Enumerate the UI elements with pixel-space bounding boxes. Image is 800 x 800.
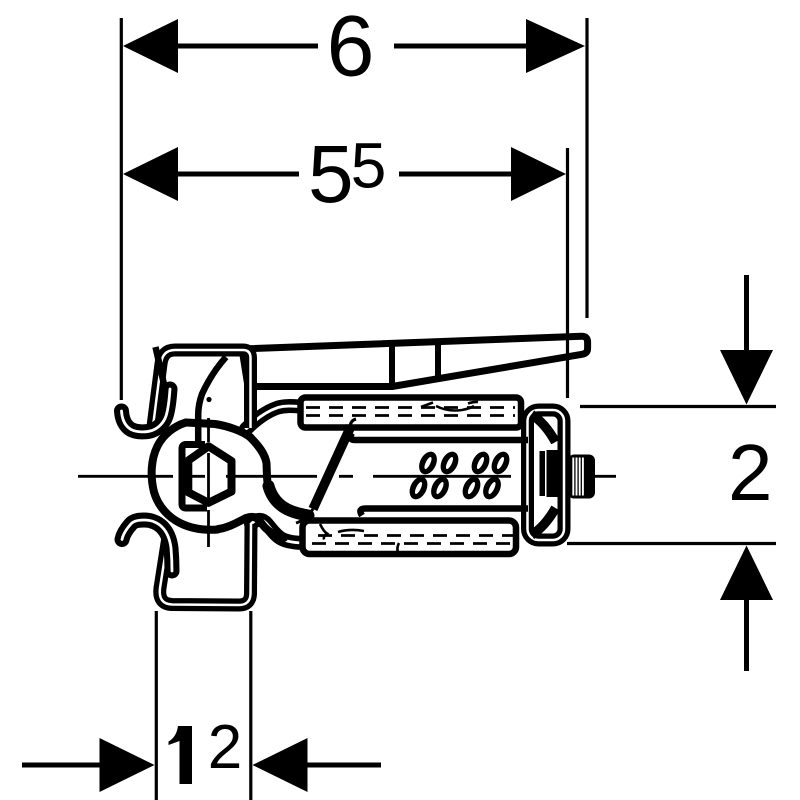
svg-text:6: 6 [327, 0, 375, 95]
svg-text:2: 2 [728, 428, 773, 517]
svg-text:5: 5 [351, 130, 387, 202]
svg-text:2: 2 [208, 713, 242, 782]
svg-text:5: 5 [308, 129, 354, 220]
